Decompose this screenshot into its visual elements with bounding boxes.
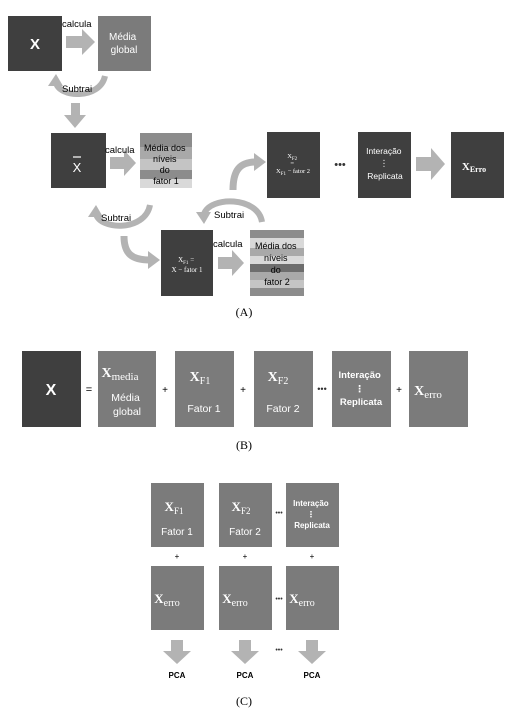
- box-xmedia: [98, 351, 156, 427]
- subtrai-label-2: Subtrai: [101, 213, 131, 224]
- calcula-label-3: calcula: [213, 239, 243, 250]
- box-xerro: [451, 132, 504, 198]
- interacao-replicata-label: Interação ⋮ Replicata: [366, 146, 404, 181]
- subtrai-label-3: Subtrai: [214, 210, 244, 221]
- curved-arrow-icon: [53, 74, 108, 97]
- plus-sign: +: [310, 552, 315, 561]
- panel-c: XF1 Fator 1 XF2 Fator 2 ••• Interação ⋮ …: [151, 483, 339, 708]
- arrow-right-icon: [66, 29, 95, 55]
- box-xerro-label: XErro: [462, 161, 486, 174]
- box-x: [8, 16, 62, 71]
- ellipsis: •••: [317, 384, 326, 394]
- xf2-symbol: XF2: [232, 499, 251, 516]
- box-interacao-replicata: [332, 351, 391, 427]
- bent-arrow-icon: [120, 235, 151, 264]
- box-x: [22, 351, 81, 427]
- box-x-label: X: [30, 36, 40, 53]
- box-xf2: [267, 132, 320, 198]
- box-xf1: [161, 230, 213, 296]
- box-xerro: [286, 566, 339, 630]
- box-media-global: [98, 16, 151, 71]
- box-media-niveis-f1: [140, 133, 192, 188]
- curved-arrow-icon: [93, 204, 153, 229]
- xmedia-label: Média global: [111, 392, 143, 418]
- caption-a: (A): [236, 305, 253, 319]
- media-niveis-f2-label: Média dos níveis do fator 2: [255, 241, 299, 287]
- box-xbar-label: X: [73, 160, 82, 175]
- xerro-symbol: Xerro: [289, 591, 315, 609]
- box-xerro: [151, 566, 204, 630]
- equals-sign: =: [86, 384, 92, 396]
- arrow-down-icon: [298, 640, 326, 664]
- xerro-symbol: Xerro: [222, 591, 248, 609]
- bent-arrow-head-icon: [254, 153, 266, 171]
- calcula-label-2: calcula: [105, 145, 135, 156]
- box-media-niveis-f2: [250, 230, 304, 296]
- box-interacao-replicata: [286, 483, 339, 547]
- curved-arrow-head-icon: [88, 205, 103, 217]
- arrow-down-icon: [64, 103, 86, 128]
- xf1-label: Fator 1: [161, 527, 193, 538]
- plus-sign: +: [396, 385, 402, 396]
- box-interacao-replicata: [358, 132, 411, 198]
- curved-arrow-head-icon: [196, 212, 211, 224]
- xerro-symbol: Xerro: [414, 384, 442, 401]
- xerro-symbol: Xerro: [154, 591, 180, 609]
- ellipsis: •••: [275, 596, 283, 603]
- xf1-label: Fator 1: [187, 403, 220, 415]
- pca-label: PCA: [304, 671, 321, 680]
- box-xf1: [175, 351, 234, 427]
- box-xf2: [254, 351, 313, 427]
- box-xf1: [151, 483, 204, 547]
- box-xerro: [409, 351, 468, 427]
- box-x-bar: [51, 133, 106, 188]
- box-xf2-label: XF2 = XF1 − fator 2: [276, 153, 310, 177]
- arrow-right-icon: [110, 150, 136, 176]
- box-x-label: X: [46, 382, 57, 399]
- arrow-right-icon: [218, 250, 244, 276]
- media-global-label: Média global: [109, 32, 139, 56]
- pca-label: PCA: [237, 671, 254, 680]
- arrow-down-icon: [231, 640, 259, 664]
- curved-arrow-head-icon: [48, 74, 63, 86]
- ellipsis: •••: [334, 159, 346, 171]
- xf1-symbol: XF1: [190, 370, 211, 387]
- caption-c: (C): [236, 694, 252, 708]
- calcula-label-1: calcula: [62, 19, 92, 30]
- plus-sign: +: [243, 552, 248, 561]
- xmedia-symbol: Xmedia: [101, 366, 138, 383]
- box-xf2: [219, 483, 272, 547]
- xf2-label: Fator 2: [229, 527, 261, 538]
- bent-arrow-head-icon: [148, 251, 160, 269]
- xf2-symbol: XF2: [268, 370, 289, 387]
- media-niveis-f1-label: Média dos níveis do fator 1: [144, 143, 188, 186]
- plus-sign: +: [162, 385, 168, 396]
- xf1-symbol: XF1: [165, 499, 184, 516]
- panel-a: X calcula Média global Subtrai X calcula: [8, 16, 504, 319]
- panel-b: X = Xmedia Média global + XF1 Fator 1 + …: [22, 351, 468, 452]
- subtrai-label-1: Subtrai: [62, 84, 92, 95]
- box-xf1-label: XF1 = X − fator 1: [172, 256, 203, 274]
- pca-label: PCA: [169, 671, 186, 680]
- interacao-replicata-label: Interação ⋮ Replicata: [293, 499, 331, 530]
- bent-arrow-icon: [229, 158, 257, 191]
- plus-sign: +: [240, 385, 246, 396]
- plus-sign: +: [175, 552, 180, 561]
- xf2-label: Fator 2: [266, 403, 299, 415]
- arrow-down-icon: [163, 640, 191, 664]
- ellipsis: •••: [275, 647, 283, 654]
- caption-b: (B): [236, 438, 252, 452]
- box-xerro: [219, 566, 272, 630]
- arrow-right-icon: [416, 148, 445, 180]
- interacao-replicata-label: Interação ⋮ Replicata: [339, 370, 384, 408]
- curved-arrow-icon: [201, 198, 265, 223]
- ellipsis: •••: [275, 510, 283, 517]
